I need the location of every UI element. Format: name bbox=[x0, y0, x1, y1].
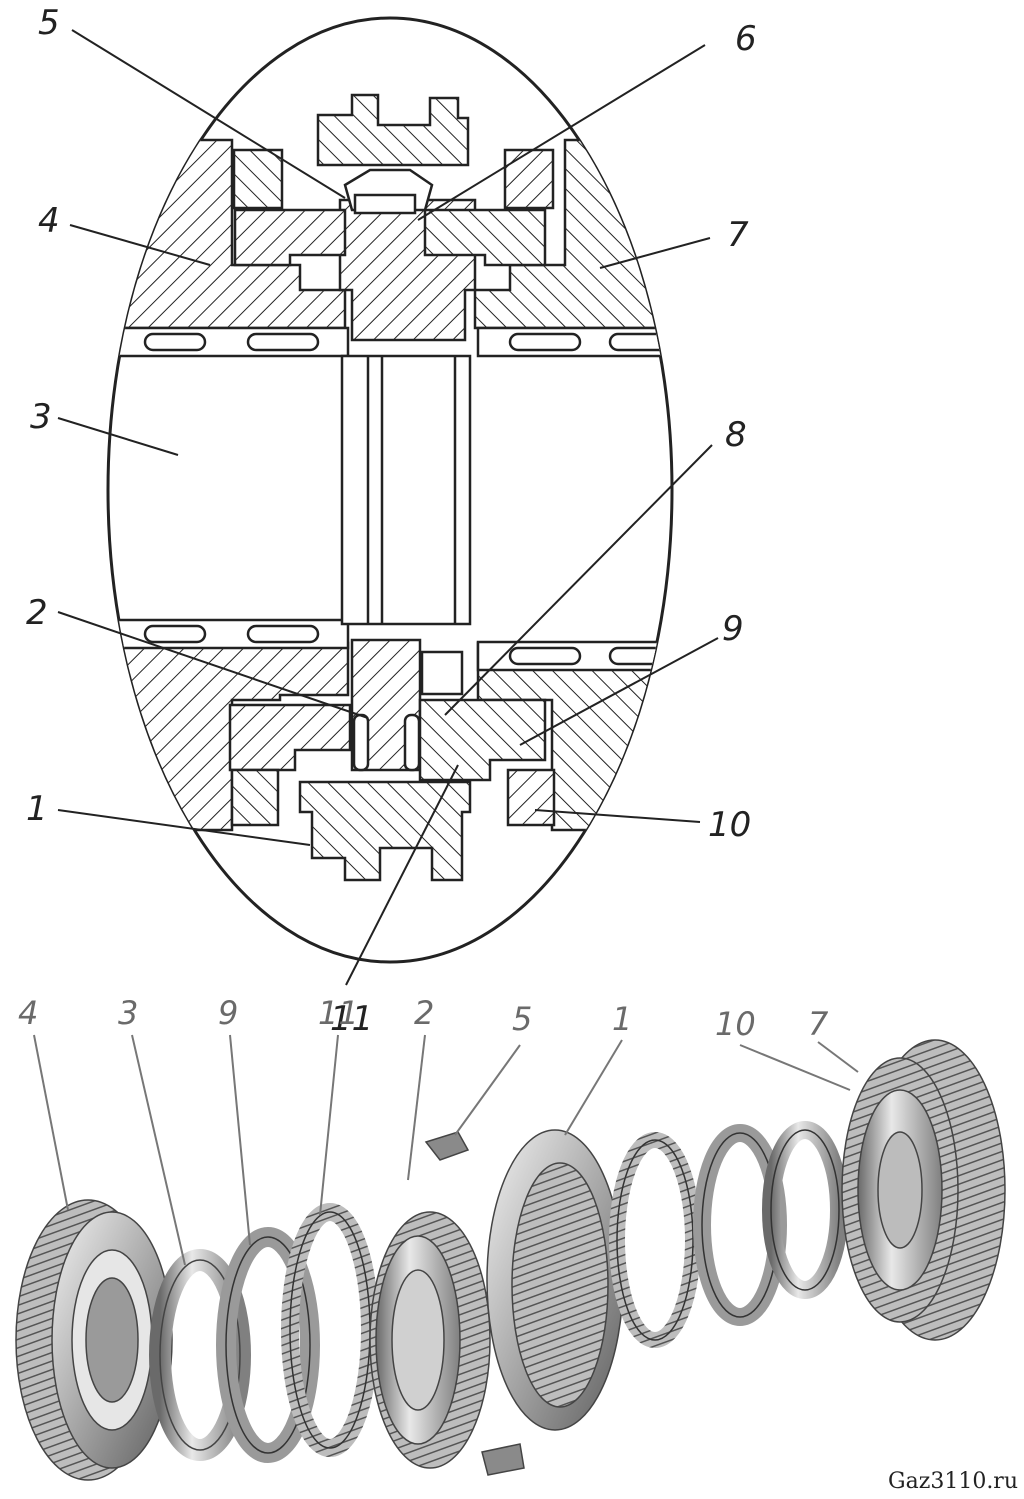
pin-upper bbox=[353, 193, 417, 215]
exploded-leaders bbox=[33, 1034, 859, 1266]
part-gear-7 bbox=[841, 1039, 1006, 1341]
slot-lower bbox=[420, 650, 464, 696]
needle-bearing-upper bbox=[108, 326, 672, 358]
ring-upper-left bbox=[233, 208, 347, 267]
label-6: 6 bbox=[735, 19, 757, 59]
sleeve-upper bbox=[316, 93, 470, 167]
part-gear-4 bbox=[15, 1199, 173, 1481]
section-leaders bbox=[57, 29, 719, 986]
elabel-4: 4 bbox=[18, 994, 38, 1032]
label-11: 11 bbox=[330, 999, 373, 1039]
part-ring-right-a bbox=[609, 1132, 701, 1348]
pin-lower-1 bbox=[352, 713, 370, 772]
part-key-5-top bbox=[424, 1131, 470, 1161]
elabel-3: 3 bbox=[118, 994, 138, 1032]
ring-upper-right bbox=[423, 208, 547, 267]
section-labels: 5 6 4 7 3 8 2 9 1 10 11 bbox=[26, 3, 757, 1039]
pin-lower-2 bbox=[403, 713, 421, 772]
watermark: Gaz3110.ru bbox=[888, 1469, 1018, 1494]
part-sleeve-1 bbox=[486, 1129, 624, 1431]
hub-shaft bbox=[340, 354, 472, 626]
ring-lower-left bbox=[228, 703, 352, 772]
label-9: 9 bbox=[722, 609, 744, 649]
part-ring-right-c bbox=[762, 1121, 848, 1299]
exploded-labels: 4 3 9 11 2 5 1 10 7 bbox=[18, 994, 829, 1043]
label-5: 5 bbox=[38, 3, 60, 43]
part-ring-9 bbox=[216, 1227, 320, 1463]
label-1: 1 bbox=[26, 789, 48, 829]
elabel-7: 7 bbox=[808, 1005, 829, 1043]
elabel-9: 9 bbox=[218, 994, 238, 1032]
label-2: 2 bbox=[26, 593, 48, 633]
exploded-view: 4 3 9 11 2 5 1 10 7 Gaz3110.ru bbox=[15, 994, 1018, 1494]
elabel-10: 10 bbox=[715, 1005, 756, 1043]
block-upper-left bbox=[232, 148, 284, 210]
ring-lower-right bbox=[418, 698, 547, 782]
block-lower-left bbox=[230, 768, 280, 827]
elabel-1: 1 bbox=[612, 1000, 632, 1038]
part-ring-3 bbox=[149, 1249, 251, 1461]
elabel-11: 11 bbox=[318, 994, 359, 1032]
elabel-2: 2 bbox=[414, 994, 434, 1032]
label-10: 10 bbox=[708, 805, 751, 845]
label-3: 3 bbox=[30, 397, 52, 437]
part-hub-2 bbox=[369, 1211, 491, 1469]
elabel-5: 5 bbox=[512, 1000, 532, 1038]
sleeve-lower bbox=[298, 780, 472, 882]
block-upper-right bbox=[503, 148, 555, 210]
part-key-5-bottom bbox=[481, 1443, 525, 1476]
label-7: 7 bbox=[727, 215, 749, 255]
section-view: 5 6 4 7 3 8 2 9 1 10 11 bbox=[26, 3, 757, 1039]
block-lower-right bbox=[506, 768, 556, 827]
label-8: 8 bbox=[725, 415, 747, 455]
label-4: 4 bbox=[38, 201, 60, 241]
